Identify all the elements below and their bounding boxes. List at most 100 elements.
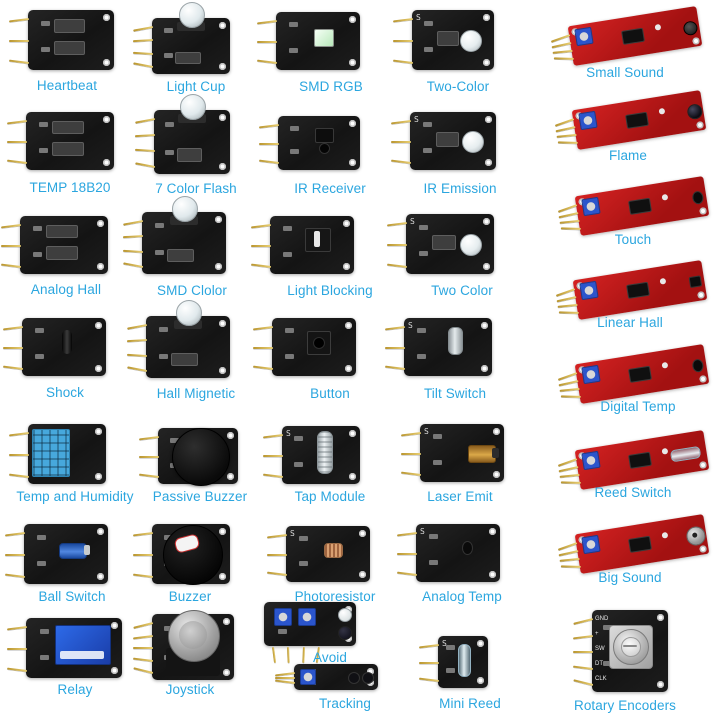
pin-label: + (595, 631, 599, 637)
pin-icon (259, 124, 280, 129)
pcb-board (557, 514, 710, 574)
module-label: Two Color (431, 283, 493, 298)
mounting-hole (481, 322, 488, 329)
thermistor-icon (691, 190, 705, 205)
pin-label: DT (595, 661, 603, 667)
pin-icon (259, 159, 280, 165)
mounting-hole (692, 37, 701, 46)
smd-led-icon (661, 531, 669, 539)
ic-chip (625, 111, 649, 129)
pin-icon (135, 118, 156, 125)
pin-icon (133, 532, 154, 537)
mounting-hole (493, 471, 500, 478)
resistor-icon (170, 438, 179, 444)
pcb-board: S (385, 318, 492, 376)
pin-icon (126, 339, 148, 343)
trimmer-icon (300, 669, 316, 685)
pin-icon (253, 326, 274, 331)
pin-icon (135, 162, 156, 169)
silkscreen-text: S (286, 429, 291, 438)
pin-icon (401, 432, 422, 437)
mounting-hole (359, 530, 366, 537)
module-label: Temp and Humidity (16, 489, 134, 504)
pcb-board (557, 344, 710, 404)
pin-icon (122, 249, 144, 254)
pcb-board: S (387, 214, 494, 274)
pin-icon (132, 39, 154, 43)
module-label: Tap Module (294, 489, 366, 504)
silkscreen-text: S (410, 217, 415, 226)
resistor-icon (34, 328, 44, 334)
module-label: Light Blocking (287, 283, 373, 298)
pin-icon (257, 59, 278, 65)
module-label: Tilt Switch (423, 386, 487, 401)
mounting-hole (349, 430, 356, 437)
pin-icon (391, 120, 412, 125)
pin-icon (555, 126, 576, 133)
pcb-board (275, 664, 378, 690)
module-label: Digital Temp (600, 399, 676, 414)
module-label: Hall Mignetic (156, 386, 236, 401)
led-dome-icon (172, 196, 198, 222)
mounting-hole (103, 159, 110, 166)
pcb-board (126, 300, 230, 378)
module-label: Linear Hall (597, 315, 663, 330)
ic-chip (46, 246, 79, 260)
pin-icon (558, 550, 579, 557)
resistor-icon (33, 251, 43, 257)
pcb-board: S (397, 524, 500, 582)
mounting-hole (219, 367, 226, 374)
resistor-icon (36, 534, 46, 540)
resistor-icon (277, 629, 287, 635)
smd-led-icon (654, 23, 662, 31)
module-label: Two-Color (426, 79, 490, 94)
pin-icon (123, 262, 144, 269)
ic-chip (628, 535, 652, 553)
mounting-hole (485, 159, 492, 166)
resistor-icon (284, 353, 294, 359)
passive-buzzer-icon (172, 428, 230, 486)
pin-icon (3, 365, 24, 371)
resistor-icon (419, 224, 429, 230)
pin-icon (387, 263, 408, 269)
mounting-hole (483, 14, 490, 21)
pin-icon (551, 42, 572, 49)
pin-icon (560, 227, 581, 231)
pin-icon (559, 219, 580, 225)
shock-sensor-icon (62, 329, 73, 354)
module-label: Ball Switch (38, 589, 106, 604)
mounting-hole (97, 573, 104, 580)
mounting-hole (215, 263, 222, 270)
resistor-icon (154, 223, 164, 229)
resistor-icon (165, 121, 175, 127)
pin-icon (401, 471, 422, 477)
pin-icon (573, 634, 594, 640)
mounting-hole (219, 163, 226, 170)
resistor-icon (603, 624, 613, 630)
pin-icon (133, 554, 153, 557)
module-label: Light Cup (166, 79, 226, 94)
resistor-icon (288, 22, 298, 28)
pin-label: GND (595, 616, 609, 622)
mounting-hole (349, 473, 356, 480)
pin-icon (9, 59, 30, 65)
resistor-icon (34, 353, 44, 359)
pin-icon (272, 646, 277, 664)
pin-icon (133, 667, 154, 675)
mounting-hole (111, 667, 118, 674)
pin-icon (7, 667, 28, 673)
pin-icon (3, 326, 24, 331)
resistor-icon (290, 149, 300, 155)
resistor-icon (293, 436, 303, 442)
pin-icon (558, 466, 579, 473)
mounting-hole (699, 375, 708, 384)
tilt-switch-icon (448, 326, 463, 355)
resistor-icon (422, 122, 432, 128)
reed-switch-icon (458, 643, 471, 677)
pin-icon (556, 133, 577, 139)
ic-chip (436, 31, 460, 47)
pin-icon (7, 626, 28, 631)
ic-chip (171, 353, 199, 367)
pin-icon (573, 665, 594, 670)
